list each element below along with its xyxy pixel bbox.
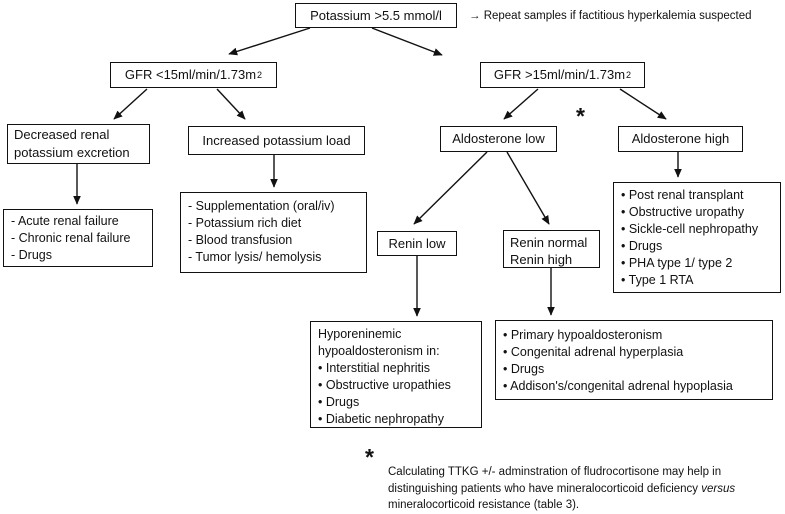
node-gfr-high-label: GFR >15ml/min/1.73m xyxy=(493,67,626,82)
node-decreased-renal-label: Decreased renal potassium excretion xyxy=(14,127,130,160)
list-aldosterone-high-causes: • Post renal transplant • Obstructive ur… xyxy=(613,182,781,293)
arrow-gfrhigh-to-aldolow xyxy=(503,88,539,120)
node-decreased-renal: Decreased renal potassium excretion xyxy=(7,124,150,164)
list-renin-normal-causes: • Primary hypoaldosteronism • Congenital… xyxy=(495,320,773,400)
arrow-aldolow-to-reninlow xyxy=(413,151,488,225)
node-aldosterone-low-label: Aldosterone low xyxy=(452,131,545,146)
node-increased-load-label: Increased potassium load xyxy=(202,132,351,148)
list-item: - Tumor lysis/ hemolysis xyxy=(188,250,322,264)
footnote-line1: Calculating TTKG +/- adminstration of fl… xyxy=(388,466,722,478)
node-aldosterone-high: Aldosterone high xyxy=(618,126,743,152)
node-aldosterone-high-label: Aldosterone high xyxy=(631,131,730,146)
footnote-line2: distinguishing patients who have mineral… xyxy=(388,481,783,498)
list-item: - Chronic renal failure xyxy=(11,231,131,245)
footnote-text: Calculating TTKG +/- adminstration of fl… xyxy=(388,464,783,514)
node-renin-low: Renin low xyxy=(377,231,457,256)
list-item: • Drugs xyxy=(318,395,360,409)
arrow-potassium-to-gfr-low xyxy=(228,27,311,56)
list-item: - Acute renal failure xyxy=(11,214,119,228)
list-item: • Drugs xyxy=(503,362,545,376)
list-renin-low-causes: Hyporeninemic hypoaldosteronism in: • In… xyxy=(310,321,482,428)
list-item: • Interstitial nephritis xyxy=(318,361,431,375)
list-item: • Diabetic nephropathy xyxy=(318,412,444,426)
arrow-gfrlow-to-decreased xyxy=(113,88,148,120)
list-header: Hyporeninemic hypoaldosteronism in: xyxy=(318,327,440,358)
list-item: • Obstructive uropathies xyxy=(318,378,451,392)
list-item: • Primary hypoaldosteronism xyxy=(503,328,663,342)
node-gfr-low-label: GFR <15ml/min/1.73m xyxy=(124,67,257,82)
footnote-line3: mineralocorticoid resistance (table 3). xyxy=(388,499,580,511)
list-increased-causes: - Supplementation (oral/iv) - Potassium … xyxy=(180,192,367,273)
arrow-gfrlow-to-increased xyxy=(216,88,246,120)
list-item: • Congenital adrenal hyperplasia xyxy=(503,345,684,359)
footnote-line2-text: distinguishing patients who have mineral… xyxy=(388,482,702,495)
arrow-aldolow-to-reninnormal xyxy=(506,151,550,225)
list-item: • Sickle-cell nephropathy xyxy=(621,222,759,236)
arrow-gfrhigh-to-aldohigh xyxy=(619,88,667,120)
node-potassium-label: Potassium >5.5 mmol/l xyxy=(310,7,442,23)
list-item: • Obstructive uropathy xyxy=(621,205,745,219)
list-decreased-causes: - Acute renal failure - Chronic renal fa… xyxy=(3,209,153,267)
asterisk-marker: * xyxy=(576,103,585,129)
list-item: - Supplementation (oral/iv) xyxy=(188,199,335,213)
list-item: - Potassium rich diet xyxy=(188,216,302,230)
node-renin-normal-high: Renin normal Renin high xyxy=(503,230,600,268)
node-renin-low-label: Renin low xyxy=(388,235,446,251)
list-item: - Drugs xyxy=(11,248,52,262)
node-potassium: Potassium >5.5 mmol/l xyxy=(295,3,457,28)
node-increased-load: Increased potassium load xyxy=(188,126,365,155)
node-aldosterone-low: Aldosterone low xyxy=(440,126,557,152)
footnote-versus-italic: versus xyxy=(701,482,736,495)
list-item: • Drugs xyxy=(621,239,663,253)
arrow-potassium-to-gfr-high xyxy=(371,27,443,56)
list-item: • Addison's/congenital adrenal hypoplasi… xyxy=(503,379,733,393)
list-item: • PHA type 1/ type 2 xyxy=(621,256,733,270)
list-item: • Type 1 RTA xyxy=(621,273,694,287)
renin-high-line: Renin high xyxy=(510,252,573,267)
repeat-samples-note: → Repeat samples if factitious hyperkale… xyxy=(469,10,752,22)
list-item: - Blood transfusion xyxy=(188,233,293,247)
footnote-asterisk: * xyxy=(365,444,374,470)
list-item: • Post renal transplant xyxy=(621,188,744,202)
renin-normal-line: Renin normal xyxy=(510,235,588,250)
